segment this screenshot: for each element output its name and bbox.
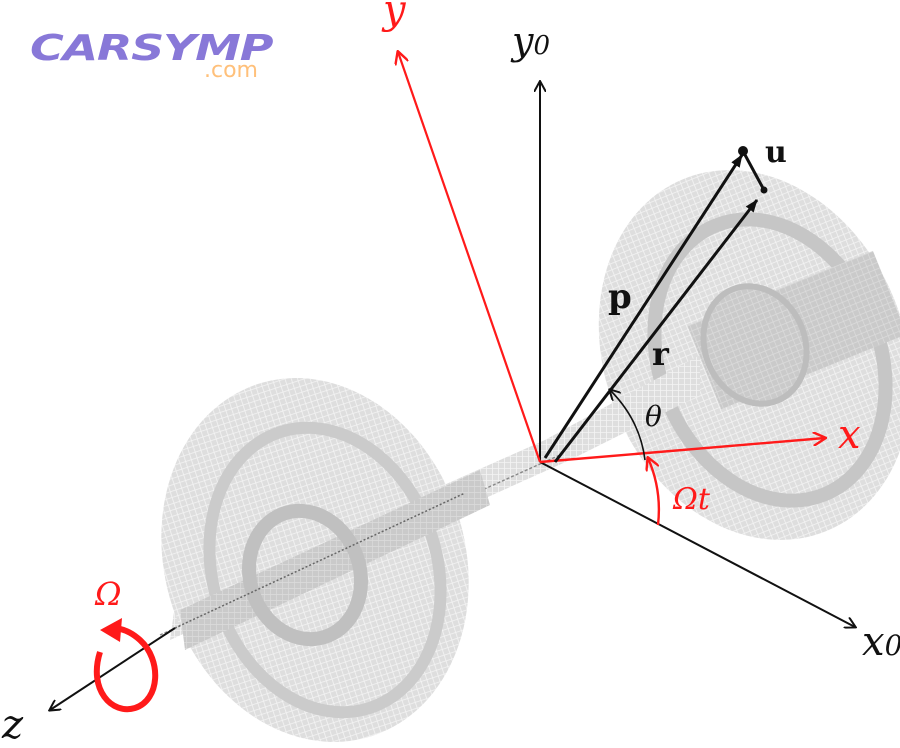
label-u: u [765,135,787,170]
vectors [543,146,768,463]
vector-r [553,199,759,463]
rotation-arrow [93,618,159,713]
x0-axis [539,461,855,627]
label-y: y [383,0,406,33]
omega-t-arc [648,458,661,526]
x-axis [539,438,825,464]
rotation-arc [93,625,159,713]
vector-p [543,154,744,459]
label-x: x [838,412,861,458]
point-u [738,146,748,156]
label-p: p [608,277,632,317]
label-y0-sub: 0 [533,31,551,61]
rotating-frame [398,52,825,464]
fixed-frame [50,82,855,710]
label-x0-base: x [862,619,885,665]
y-axis [398,52,542,463]
theta-arc [610,390,646,461]
label-y0: y0 [512,22,550,60]
label-omega: Ω [95,575,122,613]
rotation-arrowhead [100,618,122,642]
left-disc [161,378,490,742]
angle-arcs [610,390,661,526]
label-r: r [652,335,669,373]
label-z: z [2,702,24,748]
logo: CARSYMP .com [30,28,280,88]
label-x0-sub: 0 [885,629,900,662]
logo-domain: .com [204,58,258,83]
right-disc [598,170,900,540]
label-x0: x0 [862,622,900,662]
label-y0-base: y [512,19,534,63]
vector-u [742,152,766,191]
z-axis [50,627,176,710]
logo-text: CARSYMP [30,28,273,69]
label-theta: θ [645,400,662,433]
label-omega-t: Ωt [673,482,710,517]
